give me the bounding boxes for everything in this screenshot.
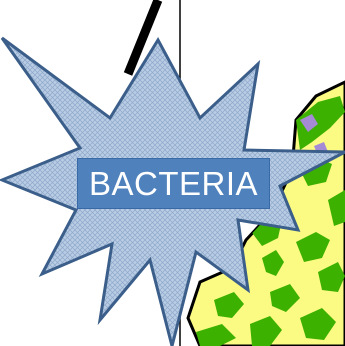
bacteria-label: BACTERIA [89, 165, 258, 203]
bacteria-label-box: BACTERIA [77, 158, 270, 209]
